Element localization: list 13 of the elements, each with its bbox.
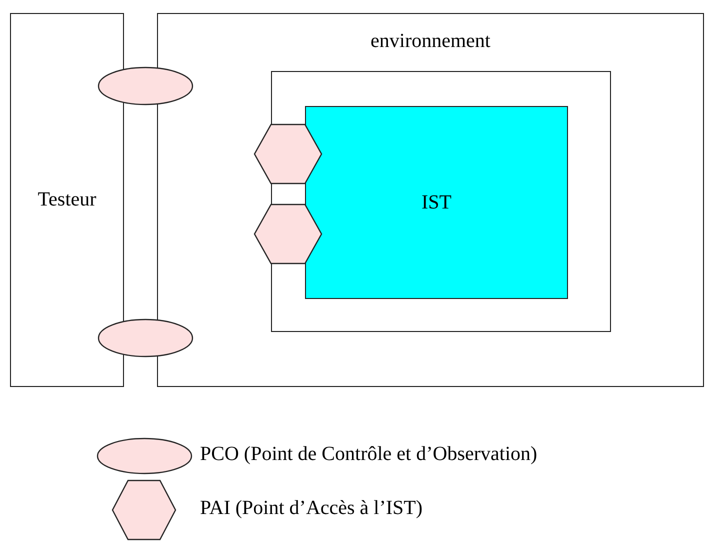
environment-panel [157,13,704,387]
access-point-hexagon [254,204,322,264]
legend-label: PAI (Point d’Accès à l’IST) [200,497,423,520]
context-box [271,71,611,332]
node-label: Testeur [38,188,96,212]
system-box [305,106,568,299]
observation-point-ellipse [98,319,193,357]
legend-label: PCO (Point de Contrôle et d’Observation) [200,443,538,466]
tester-panel [10,13,124,387]
node-label: IST [422,191,452,214]
observation-point-ellipse [98,67,193,105]
access-point-hexagon [254,124,322,184]
panel-heading: environnement [370,30,490,53]
